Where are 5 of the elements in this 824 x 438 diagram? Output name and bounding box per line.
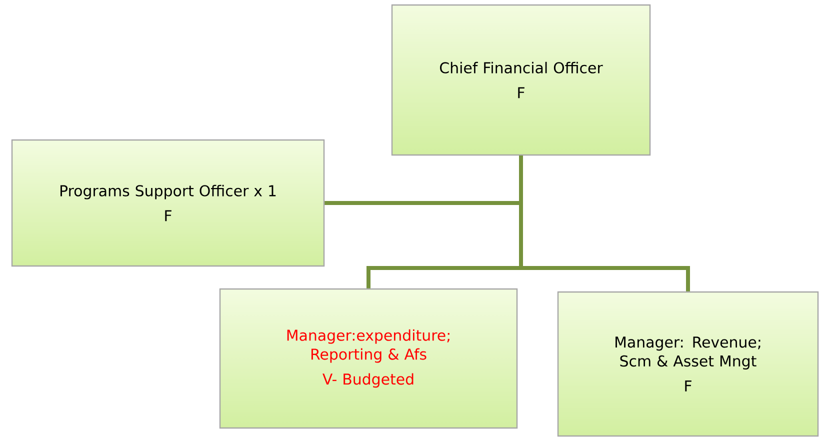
org-box: Manager:expenditure; Reporting & Afs V- Budgeted bbox=[219, 288, 518, 429]
org-box: Manager: Revenue; Scm & Asset Mngt F bbox=[557, 291, 819, 437]
connector-line bbox=[519, 156, 690, 292]
org-box: Chief Financial Officer F bbox=[391, 4, 651, 156]
org-box: Programs Support Officer x 1 F bbox=[11, 139, 325, 267]
